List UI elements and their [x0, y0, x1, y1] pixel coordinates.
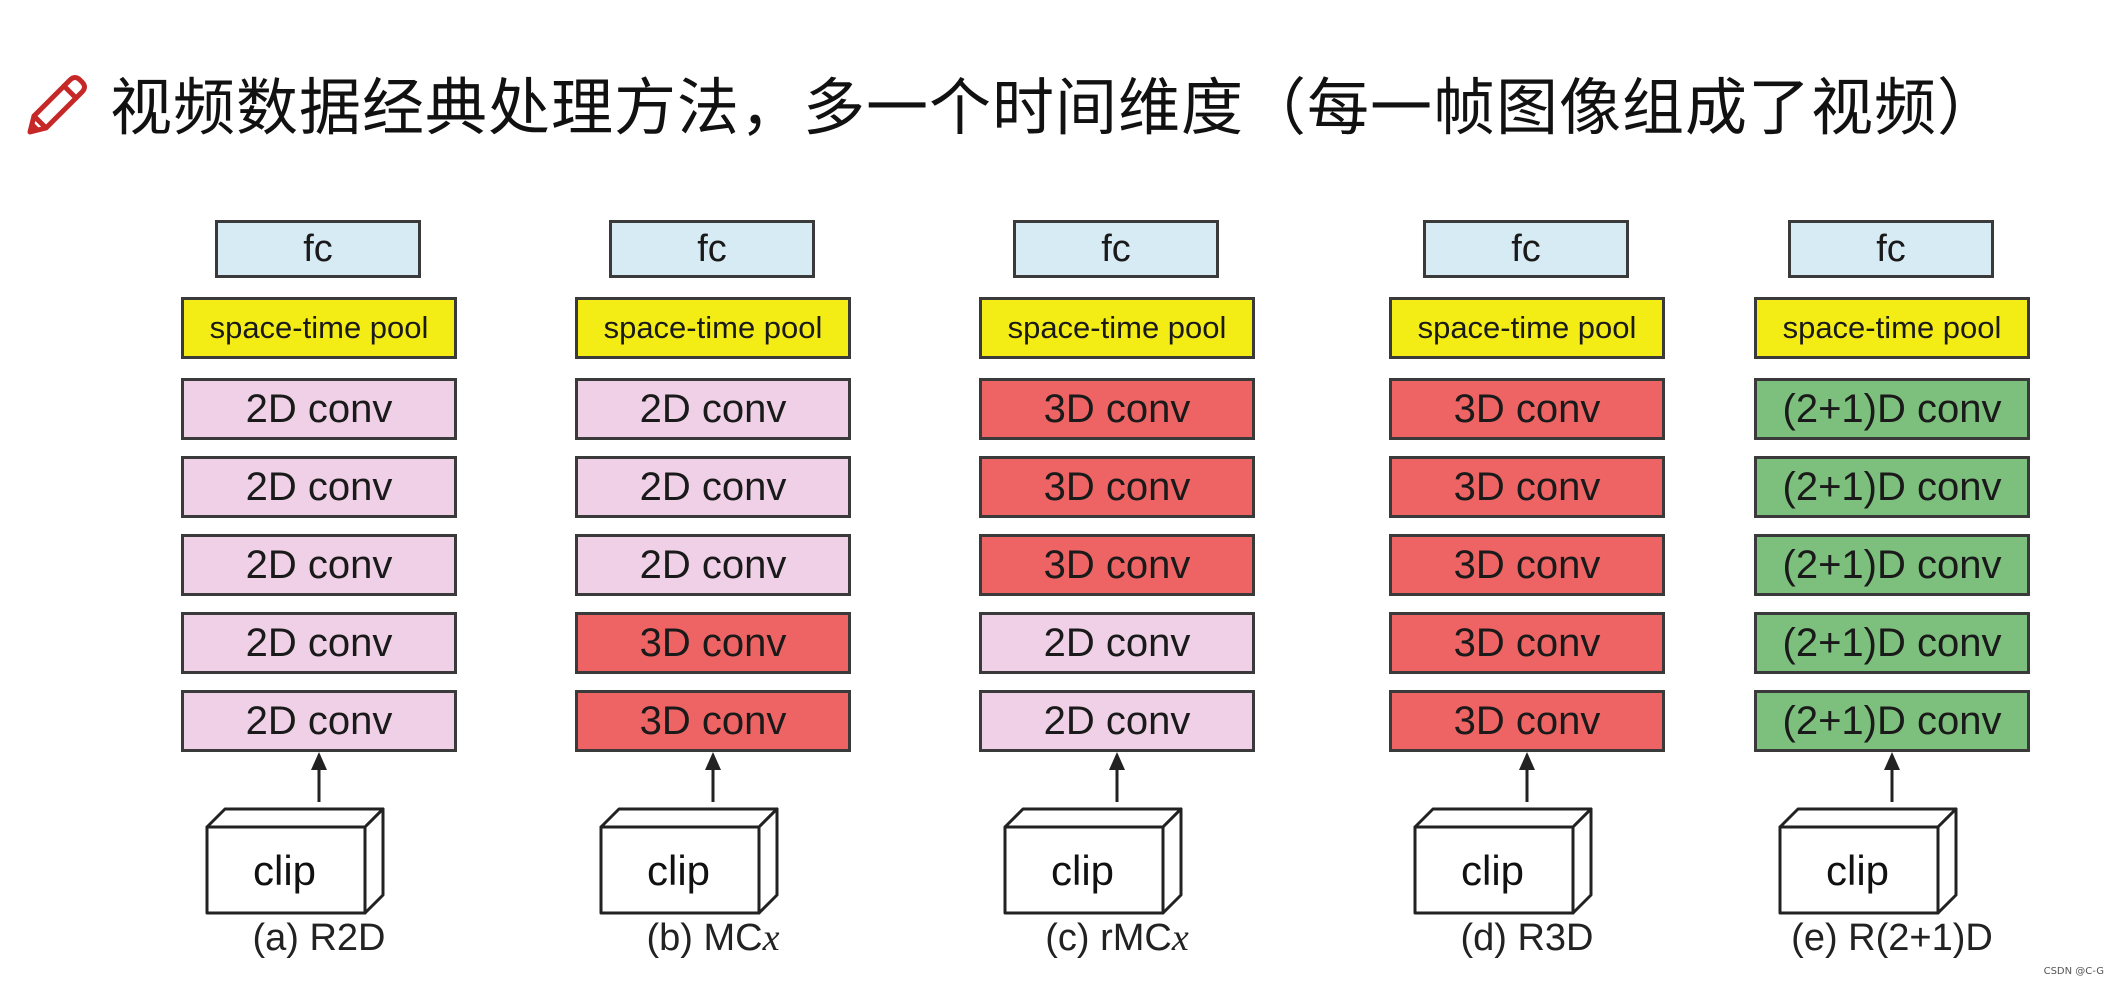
conv-layer: (2+1)D conv: [1754, 534, 2030, 596]
conv-layer: 2D conv: [181, 690, 457, 752]
clip-label: clip: [646, 847, 711, 894]
conv-layer: (2+1)D conv: [1754, 456, 2030, 518]
caption: (a) R2D: [252, 917, 386, 959]
conv-layer: 2D conv: [575, 456, 851, 518]
fc-box: fc: [1013, 220, 1219, 278]
space-time-pool-box: space-time pool: [1389, 297, 1665, 359]
conv-layer: 2D conv: [181, 534, 457, 596]
fc-box: fc: [1788, 220, 1994, 278]
page-title: 视频数据经典处理方法，多一个时间维度（每一帧图像组成了视频）: [110, 71, 2001, 144]
caption: (c) rMCx: [1045, 917, 1189, 959]
conv-layer: 3D conv: [575, 690, 851, 752]
conv-layer: 2D conv: [979, 612, 1255, 674]
architecture-rmcx: fc space-time pool 3D conv 3D conv 3D co…: [979, 0, 1255, 985]
space-time-pool-box: space-time pool: [979, 297, 1255, 359]
space-time-pool-box: space-time pool: [181, 297, 457, 359]
conv-layer: 3D conv: [979, 378, 1255, 440]
clip-cube-icon: [205, 807, 385, 915]
conv-layer: 2D conv: [181, 456, 457, 518]
architecture-r3d: fc space-time pool 3D conv 3D conv 3D co…: [1389, 0, 1665, 985]
watermark: CSDN @C-G: [2043, 966, 2104, 977]
conv-layer: 2D conv: [575, 534, 851, 596]
architecture-mcx: fc space-time pool 2D conv 2D conv 2D co…: [575, 0, 851, 985]
clip-cube-icon: [1003, 807, 1183, 915]
clip-cube-icon: [599, 807, 779, 915]
conv-layer: 3D conv: [1389, 456, 1665, 518]
conv-layer: 3D conv: [1389, 690, 1665, 752]
conv-layer: 3D conv: [1389, 534, 1665, 596]
conv-layer: (2+1)D conv: [1754, 690, 2030, 752]
up-arrow-icon: [1519, 752, 1535, 802]
space-time-pool-box: space-time pool: [1754, 297, 2030, 359]
conv-layer: (2+1)D conv: [1754, 612, 2030, 674]
caption: (b) MCx: [646, 917, 780, 959]
up-arrow-icon: [311, 752, 327, 802]
conv-layer: 2D conv: [181, 612, 457, 674]
conv-layer: 2D conv: [575, 378, 851, 440]
fc-box: fc: [609, 220, 815, 278]
clip-cube-icon: [1413, 807, 1593, 915]
fc-box: fc: [215, 220, 421, 278]
conv-layer: 3D conv: [1389, 612, 1665, 674]
clip-cube-icon: [1778, 807, 1958, 915]
caption: (d) R3D: [1460, 917, 1594, 959]
up-arrow-icon: [705, 752, 721, 802]
conv-layer: 3D conv: [575, 612, 851, 674]
space-time-pool-box: space-time pool: [575, 297, 851, 359]
up-arrow-icon: [1109, 752, 1125, 802]
pencil-icon: [27, 75, 87, 135]
conv-layer: 2D conv: [979, 690, 1255, 752]
architecture-r21d: fc space-time pool (2+1)D conv (2+1)D co…: [1754, 0, 2030, 985]
conv-layer: 2D conv: [181, 378, 457, 440]
conv-layer: (2+1)D conv: [1754, 378, 2030, 440]
up-arrow-icon: [1884, 752, 1900, 802]
conv-layer: 3D conv: [979, 456, 1255, 518]
clip-label: clip: [1050, 847, 1115, 894]
clip-label: clip: [1825, 847, 1890, 894]
title-row: 视频数据经典处理方法，多一个时间维度（每一帧图像组成了视频）: [20, 52, 2000, 152]
caption: (e) R(2+1)D: [1791, 917, 1993, 959]
architecture-r2d: fc space-time pool 2D conv 2D conv 2D co…: [181, 0, 457, 985]
clip-label: clip: [1460, 847, 1525, 894]
conv-layer: 3D conv: [1389, 378, 1665, 440]
clip-label: clip: [252, 847, 317, 894]
fc-box: fc: [1423, 220, 1629, 278]
conv-layer: 3D conv: [979, 534, 1255, 596]
